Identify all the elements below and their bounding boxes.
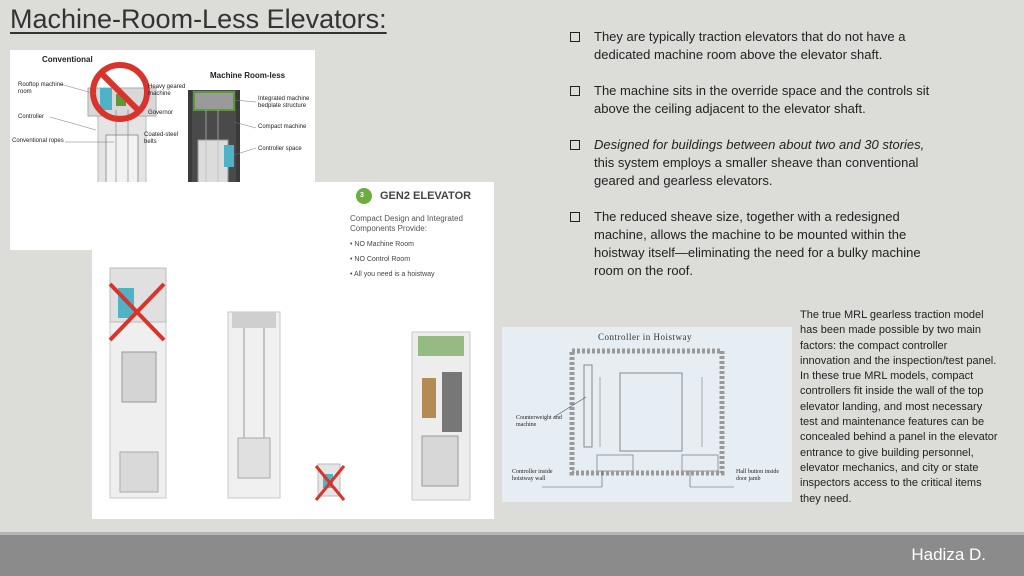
- hoistway-title: Controller in Hoistway: [598, 332, 692, 342]
- gen2-item-1: • NO Machine Room: [350, 241, 414, 248]
- gen2-elevator-diagram: 3 GEN2 ELEVATOR Compact Design and Integ…: [92, 182, 494, 519]
- bullet-text: this system employs a smaller sheave tha…: [594, 155, 919, 188]
- heavy-geared-machine-label: Heavy geared machine: [148, 84, 186, 97]
- mrl-heading: Machine Room-less: [210, 71, 286, 80]
- bullet-list: They are typically traction elevators th…: [570, 28, 940, 298]
- controller-wall-label: Controller inside hoistway wall: [512, 469, 553, 482]
- checkbox-bullet-icon: [570, 212, 580, 222]
- compact-machine-label: Compact machine: [258, 124, 307, 130]
- gen2-heading: GEN2 ELEVATOR: [380, 190, 472, 202]
- step-number: 3: [360, 192, 364, 199]
- slide-title: Machine-Room-Less Elevators:: [10, 4, 387, 34]
- bullet-item: The machine sits in the override space a…: [570, 82, 940, 118]
- side-paragraph: The true MRL gearless traction model has…: [800, 309, 998, 505]
- bullet-item: The reduced sheave size, together with a…: [570, 208, 940, 280]
- controller-label: Controller: [18, 114, 45, 120]
- hoistway-plan-illustration: [542, 348, 734, 488]
- coated-steel-belts-label: Coated-steel belts: [144, 132, 179, 145]
- footer-bar: [0, 532, 1024, 576]
- conventional-heading: Conventional: [42, 55, 93, 64]
- author-name: Hadiza D.: [911, 545, 986, 564]
- counterweight-label: Counterweight and machine: [516, 415, 562, 428]
- bullet-text: The machine sits in the override space a…: [594, 83, 930, 116]
- conventional-ropes-label: Conventional ropes: [12, 138, 64, 144]
- footer-divider: [0, 532, 1024, 535]
- gen2-subheading: Compact Design and Integrated Components…: [350, 214, 463, 233]
- checkbox-bullet-icon: [570, 32, 580, 42]
- bullet-text: The reduced sheave size, together with a…: [594, 209, 921, 278]
- hall-button-label: Hall button inside door jamb: [736, 469, 779, 482]
- checkbox-bullet-icon: [570, 140, 580, 150]
- bullet-italic-text: Designed for buildings between about two…: [594, 137, 925, 152]
- gen2-item-2: • NO Control Room: [350, 256, 411, 263]
- bullet-item: They are typically traction elevators th…: [570, 28, 940, 64]
- integrated-machine-label: Integrated machine bedplate structure: [258, 96, 310, 109]
- gen2-illustration: [108, 188, 471, 501]
- rooftop-machine-room-label: Rooftop machine room: [18, 82, 64, 95]
- bullet-text: They are typically traction elevators th…: [594, 29, 906, 62]
- controller-in-hoistway-diagram: Controller in Hoistway Counterweight and…: [502, 327, 792, 502]
- controller-space-label: Controller space: [258, 146, 302, 152]
- checkbox-bullet-icon: [570, 86, 580, 96]
- bullet-item: Designed for buildings between about two…: [570, 136, 940, 190]
- governor-label: Governor: [148, 110, 174, 116]
- gen2-item-3: • All you need is a hoistway: [350, 271, 435, 278]
